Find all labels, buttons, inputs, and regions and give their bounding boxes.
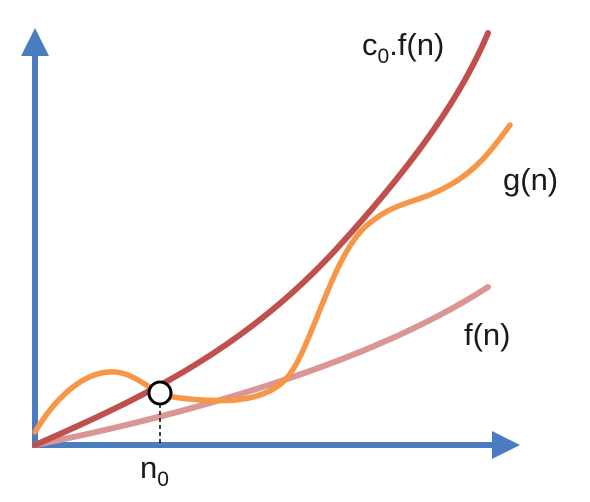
n0-label: n0	[140, 450, 169, 491]
intersection-marker	[147, 380, 173, 406]
x-axis-arrow-icon	[492, 431, 520, 459]
c0f-curve	[32, 30, 491, 448]
f-label: f(n)	[464, 317, 511, 352]
g-curve	[32, 122, 513, 435]
y-axis-arrow-icon	[21, 28, 49, 56]
c0f-label: c0.f(n)	[362, 27, 444, 68]
f-curve	[32, 284, 491, 448]
g-label: g(n)	[503, 162, 558, 197]
